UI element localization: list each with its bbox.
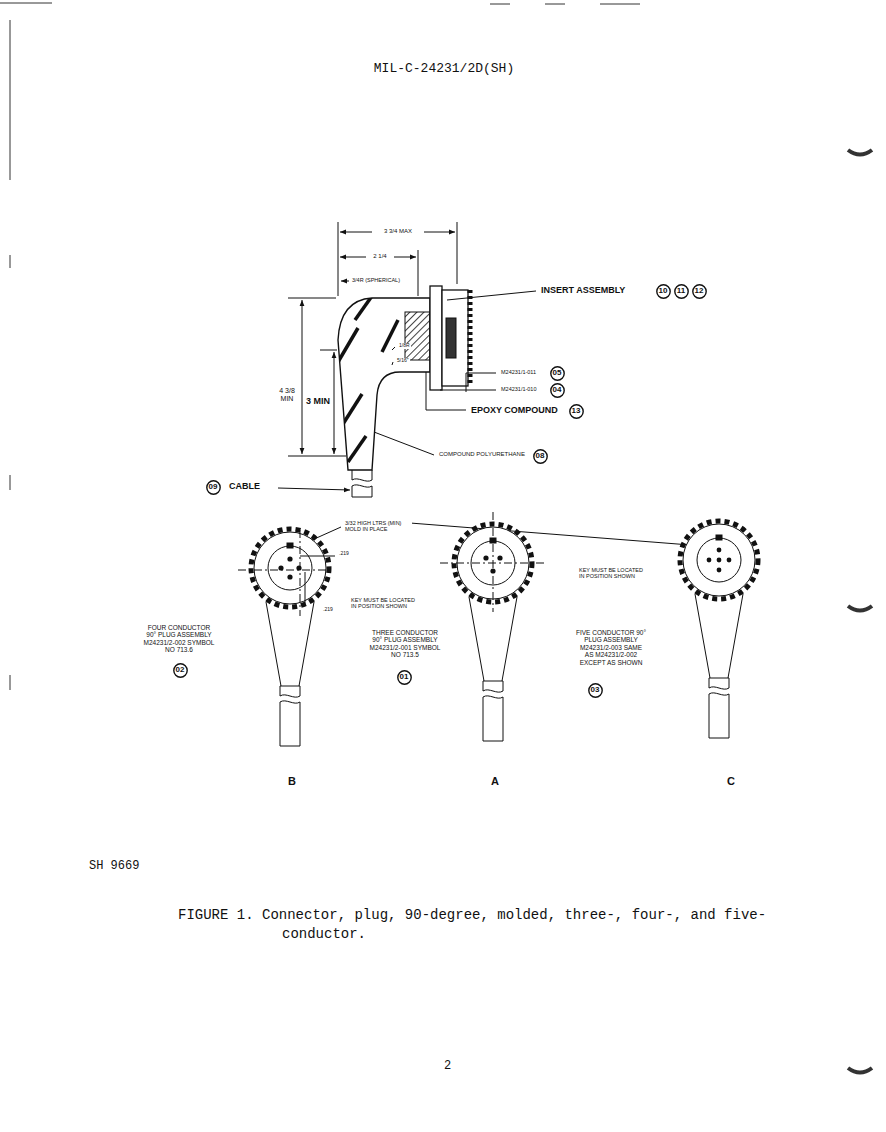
dimension-label: 3 MIN [305, 396, 331, 406]
part-name: CABLE [228, 481, 261, 491]
callout-number: 12 [695, 287, 704, 295]
callout-circle: 01 [397, 670, 412, 685]
callout-outline [569, 404, 582, 417]
callout-outline [674, 284, 687, 297]
callout-circle: 12 [692, 284, 707, 299]
dimension-label: .219 [322, 607, 334, 613]
part-name: COMPOUND POLYURETHANE [438, 451, 526, 458]
callout-number: 03 [591, 686, 600, 694]
drawing-note: KEY MUST BE LOCATED IN POSITION SHOWN [350, 597, 420, 610]
assembly-note: THREE CONDUCTOR 90° PLUG ASSEMBLY M24231… [368, 629, 442, 659]
dimension-label: 1/8R [398, 343, 411, 349]
dimension-label: .219 [338, 551, 350, 557]
part-name: INSERT ASSEMBLY [540, 285, 626, 295]
view-letter: A [490, 775, 500, 788]
dimension-label: 5/16" [396, 358, 410, 364]
callout-circle: 09 [206, 480, 221, 495]
callout-outline [550, 366, 563, 379]
callout-circle: 04 [550, 383, 565, 398]
callout-number: 09 [209, 483, 218, 491]
part-name: EPOXY COMPOUND [470, 405, 559, 415]
dimension-label: 3/4R (SPHERICAL) [351, 277, 401, 283]
callout-circle: 11 [674, 284, 689, 299]
callout-number: 01 [400, 673, 409, 681]
view-letter: B [287, 775, 297, 788]
callout-outline [692, 284, 705, 297]
page-number: 2 [443, 1060, 452, 1074]
view-letter: C [726, 775, 736, 788]
callout-outline [656, 284, 669, 297]
scan-marks [0, 3, 872, 1073]
callout-circle: 02 [173, 663, 188, 678]
callout-outline [550, 383, 563, 396]
drawing-note: 3/32 HIGH LTRS (MIN) MOLD IN PLACE [344, 520, 412, 533]
drawing-note: KEY MUST BE LOCATED IN POSITION SHOWN [578, 567, 648, 580]
dimension-label: 3 3/4 MAX [372, 228, 424, 235]
callout-number: 04 [553, 386, 562, 394]
callout-number: 02 [176, 666, 185, 674]
figure-caption: FIGURE 1. Connector, plug, 90-degree, mo… [178, 906, 843, 944]
callout-circle: 13 [569, 404, 584, 419]
callout-outline [533, 449, 546, 462]
dimension-label: 4 3/8 MIN [274, 387, 300, 403]
document-header: MIL-C-24231/2D(SH) [343, 62, 545, 77]
callout-number: 13 [572, 407, 581, 415]
part-number: M24231/1-011 [500, 369, 537, 375]
assembly-note: FIVE CONDUCTOR 90° PLUG ASSEMBLY M24231/… [574, 629, 648, 666]
dimension-label: 2 1/4 [366, 253, 394, 260]
callout-circle: 10 [656, 284, 671, 299]
callout-number: 11 [677, 287, 685, 295]
callout-outline [588, 683, 601, 696]
part-number: M24231/1-010 [500, 386, 537, 392]
callout-circle: 03 [588, 683, 603, 698]
callout-outline [173, 663, 186, 676]
assembly-note: FOUR CONDUCTOR 90° PLUG ASSEMBLY M24231/… [142, 624, 216, 654]
callout-circle: 08 [533, 449, 548, 464]
callout-circle: 05 [550, 366, 565, 381]
face-views [238, 512, 758, 746]
callout-number: 08 [536, 452, 545, 460]
drawing-number: SH 9669 [88, 860, 140, 874]
callout-number: 10 [659, 287, 668, 295]
callout-outline [206, 480, 219, 493]
callout-outline [397, 670, 410, 683]
elbow-section-view [278, 222, 536, 497]
callout-number: 05 [553, 369, 562, 377]
